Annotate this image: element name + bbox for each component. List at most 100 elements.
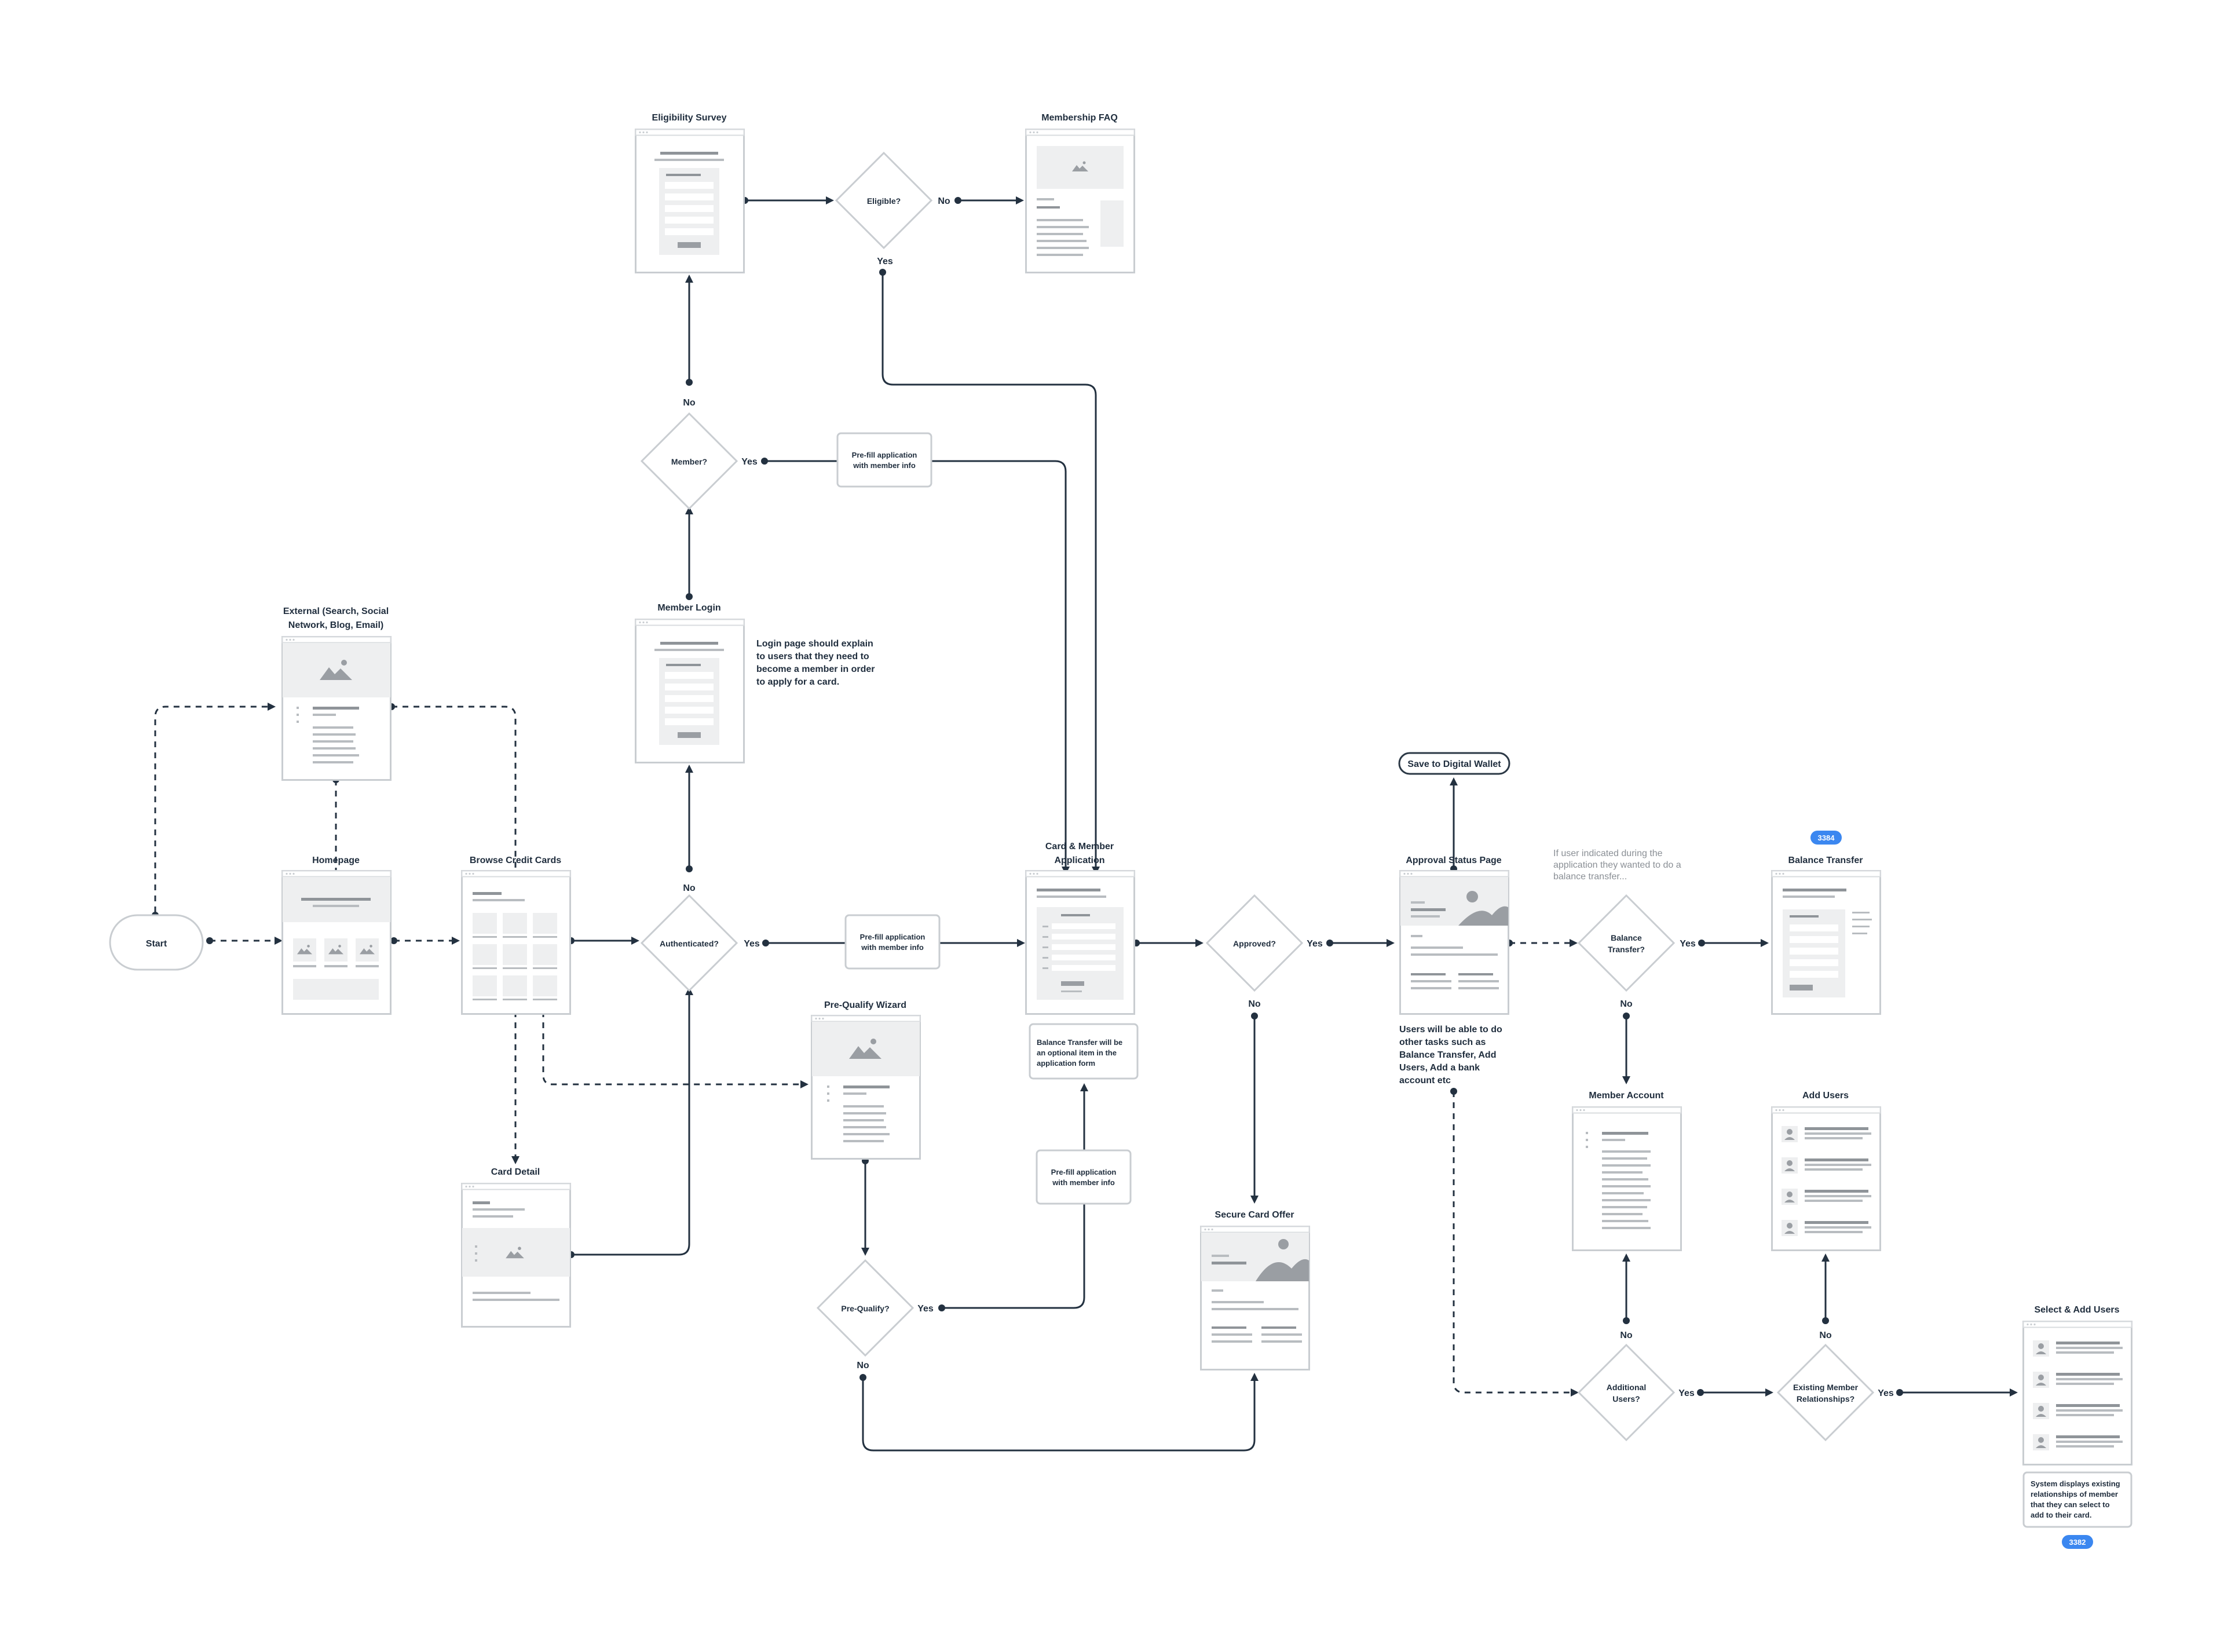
decision-authenticated[interactable]: Authenticated? (640, 894, 738, 992)
annotation-text: to users that they need to (756, 652, 869, 661)
annotation-text: Users, Add a bank (1399, 1063, 1480, 1073)
note-prefill-member: Pre-fill application with member info (836, 432, 932, 488)
decision-label-l1: Additional (1607, 1383, 1646, 1392)
save-wallet-terminal[interactable]: Save to Digital Wallet (1398, 752, 1510, 775)
note-text: an optional item in the (1037, 1048, 1117, 1057)
edge-label-no: No (683, 398, 696, 408)
annotation-users-tasks: Users will be able to do other tasks suc… (1399, 1025, 1502, 1086)
note-text: add to their card. (2031, 1511, 2091, 1519)
decision-label: Pre-Qualify? (841, 1304, 889, 1313)
screen-browse-cards[interactable]: Browse Credit Cards (461, 856, 571, 1015)
screen-add-users[interactable]: Add Users (1771, 1091, 1881, 1251)
screen-title-l1: External (Search, Social (283, 606, 389, 616)
annotation-balance-transfer: If user indicated during the application… (1553, 849, 1681, 882)
edge-label-yes: Yes (1307, 939, 1323, 949)
annotation-text: account etc (1399, 1076, 1451, 1086)
screen-eligibility-survey[interactable]: Eligibility Survey (635, 113, 745, 273)
screen-balance-transfer[interactable]: Balance Transfer (1771, 856, 1881, 1015)
screen-member-login[interactable]: Member Login (635, 603, 745, 763)
badge-3382[interactable]: 3382 (2062, 1535, 2093, 1549)
decision-label: Member? (671, 457, 707, 466)
connectors (152, 196, 2018, 1452)
note-text: with member info (1052, 1178, 1115, 1187)
screen-title: Card Detail (491, 1167, 540, 1177)
edge-label-yes: Yes (1680, 939, 1696, 949)
start-terminal[interactable]: Start (109, 914, 204, 971)
edge-label-no: No (1248, 999, 1261, 1009)
decision-balance-transfer[interactable]: Balance Transfer? (1577, 894, 1676, 992)
edge-label-yes: Yes (741, 457, 758, 467)
note-text: with member info (861, 943, 924, 952)
screen-card-detail[interactable]: Card Detail (461, 1167, 571, 1328)
annotation-text: other tasks such as (1399, 1037, 1486, 1047)
decision-label-l2: Users? (1612, 1394, 1640, 1404)
decision-prequalify[interactable]: Pre-Qualify? (816, 1259, 915, 1357)
edge-label-no: No (1620, 1331, 1633, 1340)
start-label: Start (146, 939, 167, 949)
screen-title: Member Account (1589, 1091, 1664, 1101)
annotation-text: balance transfer... (1553, 872, 1627, 882)
decision-label-l2: Transfer? (1608, 945, 1645, 954)
decision-label: Approved? (1233, 939, 1276, 948)
screen-title: Membership FAQ (1041, 113, 1118, 123)
screen-title-l2: Application (1054, 856, 1104, 865)
screen-approval-status[interactable]: Approval Status Page (1399, 856, 1509, 1015)
edge-label-no: No (683, 883, 696, 893)
note-prefill-auth: Pre-fill application with member info (844, 914, 941, 970)
screen-secure-offer[interactable]: Secure Card Offer (1200, 1210, 1310, 1370)
screen-select-add-users[interactable]: Select & Add Users (2022, 1305, 2132, 1465)
edge-label-yes: Yes (1878, 1388, 1894, 1398)
screen-application[interactable]: Card & Member Application (1025, 842, 1135, 1015)
decision-label: Eligible? (867, 196, 901, 206)
screen-title: Member Login (657, 603, 720, 613)
annotation-text: become a member in order (756, 664, 875, 674)
decision-label-l2: Relationships? (1797, 1394, 1854, 1404)
note-text: application form (1037, 1059, 1095, 1068)
screen-title: Balance Transfer (1788, 856, 1863, 865)
note-text: Pre-fill application (1051, 1168, 1117, 1176)
decision-label-l1: Balance (1611, 933, 1642, 942)
screen-membership-faq[interactable]: Membership FAQ (1025, 113, 1135, 273)
badge-text: 3384 (1818, 834, 1835, 842)
note-text: that they can select to (2031, 1500, 2110, 1509)
edge-label-yes: Yes (877, 257, 893, 266)
decision-existing-member[interactable]: Existing Member Relationships? (1776, 1343, 1875, 1442)
screen-title: Eligibility Survey (652, 113, 727, 123)
decision-approved[interactable]: Approved? (1205, 894, 1304, 992)
decision-label: Authenticated? (660, 939, 719, 948)
edge-label-no: No (857, 1361, 869, 1370)
save-wallet-label: Save to Digital Wallet (1407, 759, 1501, 769)
annotation-text: Login page should explain (756, 639, 873, 649)
screen-title: Add Users (1802, 1091, 1849, 1101)
screen-title: Approval Status Page (1406, 856, 1501, 865)
decision-member[interactable]: Member? (640, 412, 738, 510)
note-text: Pre-fill application (860, 933, 926, 941)
edge-label-yes: Yes (1678, 1388, 1695, 1398)
note-prefill-prequalify: Pre-fill application with member info (1036, 1149, 1132, 1205)
annotation-text: If user indicated during the (1553, 849, 1663, 858)
screen-external[interactable]: External (Search, Social Network, Blog, … (281, 606, 392, 781)
screen-title-l2: Network, Blog, Email) (288, 620, 383, 630)
screen-title-l1: Card & Member (1045, 842, 1114, 851)
screen-prequalify-wizard[interactable]: Pre-Qualify Wizard (811, 1000, 921, 1160)
annotation-text: to apply for a card. (756, 677, 839, 687)
annotation-text: Balance Transfer, Add (1399, 1050, 1496, 1060)
note-balance-transfer: Balance Transfer will be an optional ite… (1029, 1023, 1139, 1080)
annotation-login: Login page should explain to users that … (756, 639, 875, 687)
note-system-relationships: System displays existing relationships o… (2022, 1471, 2132, 1528)
decision-additional-users[interactable]: Additional Users? (1577, 1343, 1676, 1442)
edge-label-no: No (1819, 1331, 1832, 1340)
edge-label-yes: Yes (917, 1304, 934, 1314)
screen-member-account[interactable]: Member Account (1572, 1091, 1682, 1251)
note-text: Pre-fill application (852, 451, 917, 459)
screen-title: Select & Add Users (2034, 1305, 2119, 1315)
decision-eligible[interactable]: Eligible? (835, 151, 933, 250)
badge-text: 3382 (2069, 1538, 2086, 1547)
screen-title: Homepage (312, 856, 360, 865)
badge-3384[interactable]: 3384 (1810, 831, 1842, 845)
screen-title: Browse Credit Cards (470, 856, 561, 865)
edge-label-no: No (1620, 999, 1633, 1009)
decision-label-l1: Existing Member (1793, 1383, 1859, 1392)
screen-homepage[interactable]: Homepage (281, 856, 392, 1015)
